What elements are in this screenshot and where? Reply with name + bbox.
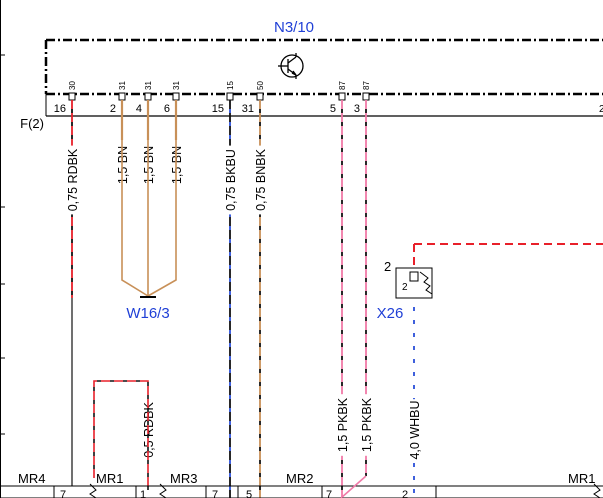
wire-label: 0,75 BNBK	[254, 148, 268, 211]
bottom-connector[interactable]: MR1 1	[96, 471, 146, 498]
module-pin[interactable]: 87 3	[354, 81, 371, 115]
wire-label: 0,75 BKBU	[224, 149, 238, 211]
connector-name: MR3	[170, 471, 197, 486]
module-pin[interactable]: 30 16	[54, 81, 77, 115]
wire[interactable]: 0,75 BNBK	[252, 100, 268, 498]
wire-label: 0,5 RDBK	[142, 402, 156, 458]
connector-name: MR1	[96, 471, 123, 486]
pin-number: 2	[110, 103, 116, 115]
pin-terminal: 87	[362, 81, 371, 90]
wire-label: 1,5 BN	[116, 146, 130, 184]
module-pin[interactable]: 87 5	[330, 81, 347, 115]
wire-label: 0,75 RDBK	[66, 148, 80, 211]
bottom-connectors	[0, 475, 603, 498]
connector-pin: 1	[140, 489, 146, 498]
connector-name: MR4	[18, 471, 45, 486]
connector-name: MR2	[286, 471, 313, 486]
margin-ruler	[0, 0, 5, 498]
module-n3-10[interactable]: N3/10 F(2) 2	[20, 19, 603, 131]
wire-label: 1,5 PKBK	[360, 397, 374, 452]
pin-number: 4	[136, 103, 142, 115]
connector-pin: 5	[246, 489, 252, 498]
pin-number: 3	[354, 103, 360, 115]
bottom-connector-labels: MR4 7 MR1 1 MR3 7 5 MR2 7 2 MR1	[18, 471, 595, 498]
module-name: N3/10	[274, 19, 314, 36]
connector-name: X26	[377, 305, 404, 322]
wire[interactable]: 0,75 BKBU	[222, 100, 238, 498]
module-pin[interactable]: 31 4	[136, 81, 153, 115]
connector-name: MR1	[568, 471, 595, 486]
bottom-connector[interactable]: MR1	[568, 471, 595, 486]
pin-terminal: 15	[226, 81, 235, 90]
bottom-connector[interactable]: 2	[402, 489, 408, 498]
splice-w16-3[interactable]: W16/3	[121, 140, 177, 322]
module-pin[interactable]: 50 31	[242, 81, 265, 115]
pin-number: 16	[54, 103, 66, 115]
transistor-icon	[278, 53, 304, 79]
connector-pin: 2	[402, 489, 408, 498]
bottom-connector[interactable]: MR2 7	[286, 471, 332, 498]
wire-label: 1,5 PKBK	[336, 397, 350, 452]
module-edge-mark: 2	[599, 104, 603, 115]
wire-loop-rdbk[interactable]	[93, 380, 149, 490]
wire-label: 1,5 BN	[170, 146, 184, 184]
bottom-connector[interactable]: MR3 7	[170, 471, 218, 498]
wire-label: 4,0 WHBU	[408, 400, 422, 459]
connector-pin: 7	[212, 489, 218, 498]
wires: 0,75 RDBK 1,5 BN 1,5 BN 1,5 BN 0,75 BKBU 0,75…	[64, 100, 422, 498]
bottom-connector[interactable]: 5	[246, 489, 252, 498]
connector-pin: 7	[326, 489, 332, 498]
pin-terminal: 87	[338, 81, 347, 90]
pin-terminal: 31	[144, 81, 153, 90]
pin-terminal: 30	[68, 81, 77, 90]
wire[interactable]: 4,0 WHBU	[406, 298, 422, 498]
connector-pin: 7	[60, 489, 66, 498]
connector-x26[interactable]: 2 2 X26	[377, 243, 603, 322]
splice-name: W16/3	[126, 305, 169, 322]
pin-number: 5	[330, 103, 336, 115]
wire[interactable]: 1,5 PKBK	[334, 100, 350, 498]
pin-terminal: 31	[118, 81, 127, 90]
module-pin[interactable]: 31 2	[110, 81, 127, 115]
frame-label: F(2)	[20, 116, 44, 131]
wire-label: 1,5 BN	[142, 146, 156, 184]
x26-pin-outer: 2	[384, 259, 391, 274]
module-pin[interactable]: 31 6	[164, 81, 181, 115]
pin-number: 6	[164, 103, 170, 115]
bottom-connector[interactable]: MR4 7	[18, 471, 66, 498]
wire[interactable]: 0,75 RDBK	[64, 100, 80, 486]
pin-terminal: 50	[256, 81, 265, 90]
wire[interactable]: 1,5 PKBK	[358, 100, 374, 476]
pin-terminal: 31	[172, 81, 181, 90]
pin-number: 31	[242, 103, 254, 115]
x26-pin-inner: 2	[402, 282, 408, 293]
pin-number: 15	[212, 103, 224, 115]
